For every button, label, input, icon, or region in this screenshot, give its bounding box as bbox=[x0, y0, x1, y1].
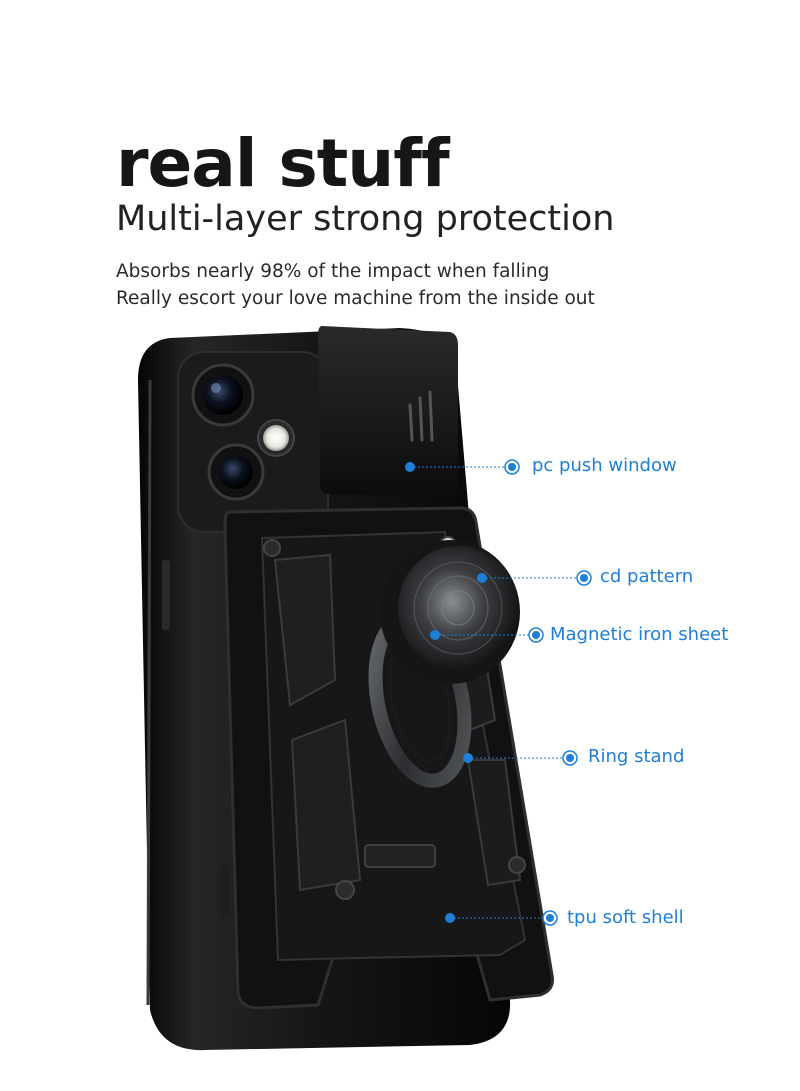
callout-dots bbox=[405, 459, 592, 926]
callout-dot bbox=[508, 463, 516, 471]
callout-magnetic-iron-sheet: Magnetic iron sheet bbox=[550, 624, 729, 645]
callout-cd-pattern: cd pattern bbox=[600, 566, 694, 587]
push-window-slider bbox=[318, 326, 458, 497]
cd-pattern-disc bbox=[380, 540, 520, 684]
callout-dot bbox=[546, 914, 554, 922]
callout-tpu-soft-shell: tpu soft shell bbox=[567, 907, 684, 928]
callout-dot bbox=[463, 753, 473, 763]
callout-dot bbox=[445, 913, 455, 923]
callout-ring-stand: Ring stand bbox=[588, 746, 685, 767]
callout-dot bbox=[566, 754, 574, 762]
callout-dot bbox=[477, 573, 487, 583]
callout-dot bbox=[532, 631, 540, 639]
callout-pc-push-window: pc push window bbox=[532, 455, 677, 476]
callout-dot bbox=[405, 462, 415, 472]
description: Absorbs nearly 98% of the impact when fa… bbox=[116, 258, 595, 312]
description-line-2: Really escort your love machine from the… bbox=[116, 288, 595, 309]
camera-module bbox=[177, 351, 329, 533]
description-line-1: Absorbs nearly 98% of the impact when fa… bbox=[116, 261, 550, 282]
callout-dot bbox=[580, 574, 588, 582]
callout-dot bbox=[430, 630, 440, 640]
callout-markers bbox=[410, 466, 584, 919]
subheadline: Multi-layer strong protection bbox=[116, 199, 615, 239]
headline: real stuff bbox=[116, 125, 450, 202]
